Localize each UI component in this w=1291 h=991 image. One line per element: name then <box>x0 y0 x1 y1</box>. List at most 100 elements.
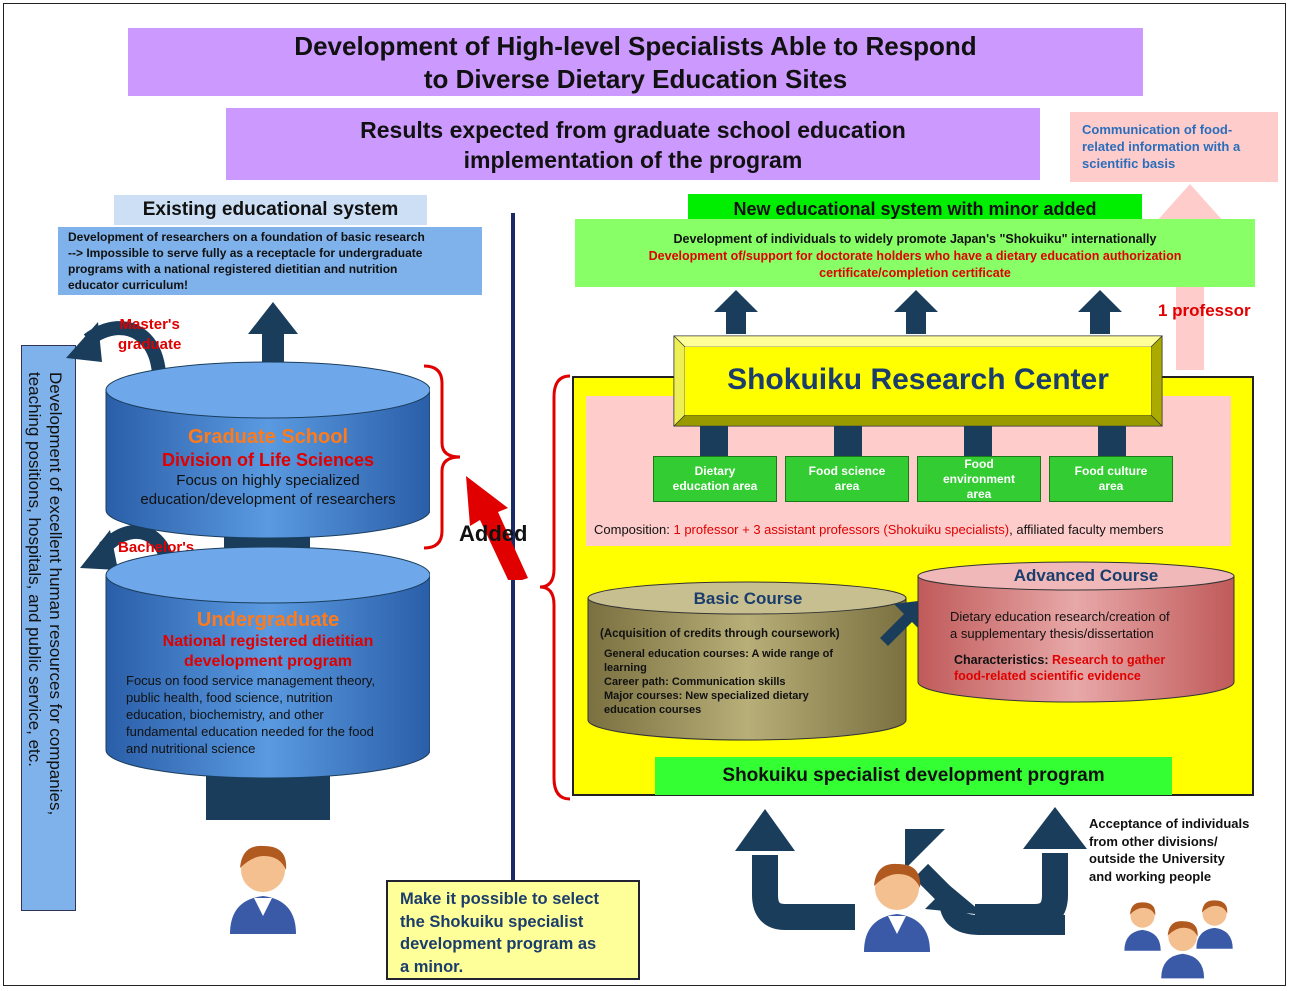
top-banner-line2: to Diverse Dietary Education Sites <box>423 64 848 94</box>
graduate-school-text: Graduate School Division of Life Science… <box>106 425 430 509</box>
existing-desc-line3: programs with a national registered diet… <box>68 262 398 276</box>
added-label: Added <box>459 521 528 546</box>
results-banner: Results expected from graduate school ed… <box>226 108 1040 180</box>
basic-course-cylinder <box>587 581 907 741</box>
connector-2 <box>834 426 862 456</box>
area-3-line1: Food <box>964 456 994 471</box>
acceptance-line1: Acceptance of individuals <box>1089 816 1250 831</box>
area-3-line2: environment <box>942 471 1015 486</box>
undergraduate-desc2: public health, food science, nutrition <box>126 690 333 705</box>
area-2-line1: Food science <box>808 464 886 478</box>
undergraduate-desc4: fundamental education needed for the foo… <box>126 724 374 739</box>
graduate-up-arrow-icon <box>248 302 298 396</box>
advanced-course-cylinder <box>917 561 1235 703</box>
acceptance-line4: and working people <box>1089 868 1212 884</box>
undergraduate-text: Undergraduate National registered dietit… <box>106 608 430 757</box>
graduate-school-desc2: education/development of researchers <box>140 491 396 508</box>
program-bar: Shokuiku specialist development program <box>655 757 1172 795</box>
advanced-char-value1: Research to gather <box>1051 653 1166 667</box>
area-1-line1: Dietary <box>694 464 736 478</box>
cylinders <box>105 361 430 820</box>
composition-line: Composition: 1 professor + 3 assistant p… <box>594 521 1234 538</box>
center-up-arrows-icon <box>714 290 1122 334</box>
basic-item1-line2: learning <box>604 662 647 674</box>
basic-course-title: Basic Course <box>693 589 803 608</box>
basic-item3-line1: Major courses: New specialized dietary <box>604 690 809 702</box>
basic-item3-line2: education courses <box>604 704 702 716</box>
left-red-bracket <box>423 364 461 550</box>
composition-highlight: 1 professor + 3 assistant professors (Sh… <box>673 522 1010 537</box>
side-panel: Development of excellent human resources… <box>21 345 76 911</box>
new-system-line1: Development of individuals to widely pro… <box>673 232 1157 246</box>
basic-item1-line1: General education courses: A wide range … <box>604 648 834 660</box>
area-dietary-education: Dietary education area <box>653 456 777 502</box>
graduate-school-desc1: Focus on highly specialized <box>176 472 360 489</box>
undergraduate-subtitle2: development program <box>183 653 353 670</box>
area-4-line2: area <box>1098 479 1124 493</box>
acceptance-text: Acceptance of individuals from other div… <box>1089 815 1249 885</box>
diagram-frame <box>3 3 1286 986</box>
minor-note-line3: development program as <box>400 935 597 953</box>
existing-system-header: Existing educational system <box>114 195 427 225</box>
graduate-school-title: Graduate School <box>187 426 349 448</box>
connector-3 <box>964 426 992 456</box>
communication-line2: related information with a <box>1082 139 1241 154</box>
results-banner-line2: implementation of the program <box>463 147 803 173</box>
communication-box: Communication of food- related informati… <box>1070 112 1278 182</box>
basic-course-sub: (Acquisition of credits through coursewo… <box>600 628 840 640</box>
graduate-school-subtitle: Division of Life Sciences <box>161 450 375 470</box>
existing-desc-line2: --> Impossible to serve fully as a recep… <box>68 246 423 260</box>
masters-line2: graduate <box>118 336 182 353</box>
acceptance-line3: outside the University <box>1089 851 1225 866</box>
new-system-line2: Development of/support for doctorate hol… <box>648 249 1182 263</box>
area-4-line1: Food culture <box>1074 464 1148 478</box>
bottom-up-arrows-icon <box>735 807 1087 935</box>
composition-rest: , affiliated faculty members <box>1009 522 1164 537</box>
undergraduate-desc3: education, biochemistry, and other <box>126 707 324 722</box>
advanced-desc2: a supplementary thesis/dissertation <box>950 626 1154 641</box>
area-food-culture: Food culture area <box>1049 456 1173 502</box>
research-center-label: Shokuiku Research Center <box>727 363 1109 396</box>
undergraduate-subtitle1: National registered dietitian <box>162 633 374 650</box>
connector-1 <box>700 426 728 456</box>
communication-line3: scientific basis <box>1082 156 1176 171</box>
minor-note-line2: the Shokuiku specialist <box>400 912 584 931</box>
composition-label: Composition: <box>594 522 674 537</box>
top-banner-line1: Development of High-level Specialists Ab… <box>294 31 977 61</box>
right-red-bracket <box>539 374 571 801</box>
area-food-environment: Food environment area <box>917 456 1041 502</box>
top-banner: Development of High-level Specialists Ab… <box>128 28 1143 96</box>
advanced-char-label: Characteristics: <box>954 653 1052 667</box>
basic-item2: Career path: Communication skills <box>604 676 786 688</box>
new-system-desc: Development of individuals to widely pro… <box>575 219 1255 287</box>
side-text-line1: Development of excellent human resources… <box>46 372 65 816</box>
added-red-arrow-icon <box>466 476 528 580</box>
undergraduate-desc1: Focus on food service management theory, <box>126 673 376 688</box>
advanced-course-text: Advanced Course Dietary education resear… <box>946 566 1226 684</box>
person-icon <box>230 845 296 934</box>
area-food-science: Food science area <box>785 456 909 502</box>
minor-note-line1: Make it possible to select <box>400 890 599 908</box>
minor-note: Make it possible to select the Shokuiku … <box>386 880 640 980</box>
communication-line1: Communication of food- <box>1082 122 1233 137</box>
masters-graduate-label: Master's graduate <box>118 315 181 355</box>
area-3-line3: area <box>966 486 992 501</box>
existing-system-desc: Development of researchers on a foundati… <box>58 227 482 295</box>
basic-to-advanced-arrow-icon <box>880 600 926 646</box>
new-system-line3: certificate/completion certificate <box>819 266 1011 280</box>
research-center-box <box>673 335 1163 427</box>
existing-desc-line4: educator curriculum! <box>68 278 189 292</box>
minor-note-line4: a minor. <box>400 957 464 976</box>
advanced-desc1: Dietary education research/creation of <box>950 609 1170 624</box>
area-1-line2: education area <box>672 479 758 493</box>
area-2-line2: area <box>834 479 860 493</box>
one-professor-label: 1 professor <box>1158 301 1251 320</box>
undergraduate-desc5: and nutritional science <box>126 741 256 756</box>
group-icon <box>1124 900 1233 979</box>
connector-4 <box>1098 426 1126 456</box>
undergraduate-title: Undergraduate <box>196 609 340 631</box>
masters-line1: Master's <box>119 316 180 333</box>
side-text: Development of excellent human resources… <box>24 372 66 902</box>
advanced-char-value2: food-related scientific evidence <box>954 669 1141 683</box>
side-text-line2: teaching positions, hospitals, and publi… <box>25 372 44 768</box>
